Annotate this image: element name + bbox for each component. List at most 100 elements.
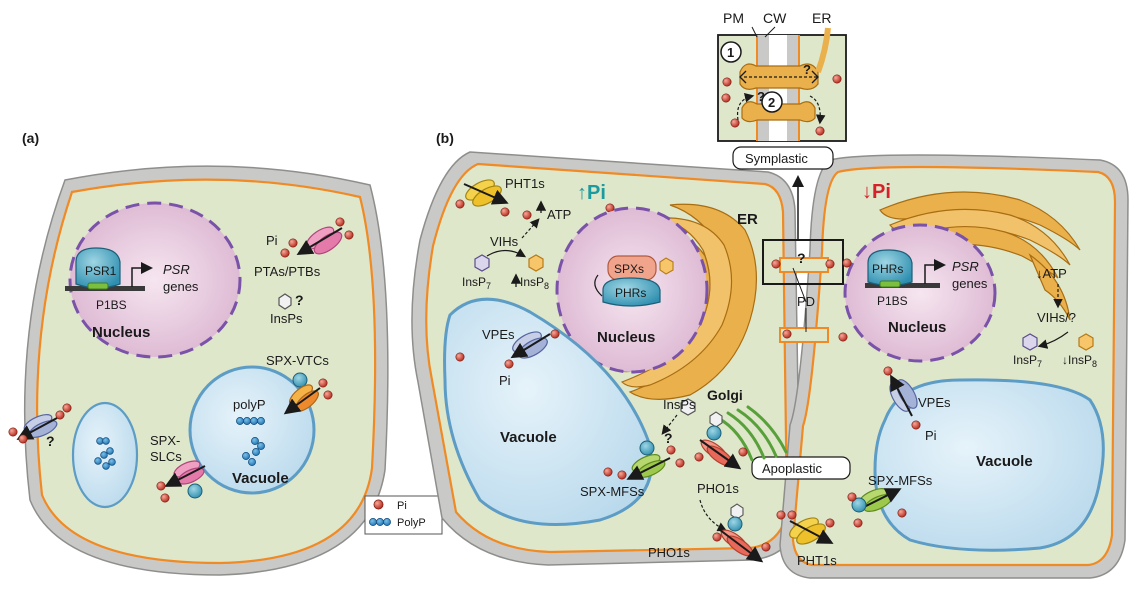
pi-dot bbox=[323, 390, 333, 400]
pi-dot bbox=[825, 518, 835, 528]
spx-domain-icon bbox=[187, 483, 203, 499]
vihs-conversion-arrow bbox=[486, 248, 527, 258]
pi-dot bbox=[455, 199, 465, 209]
phrs-protein-icon bbox=[602, 277, 661, 307]
inset-question-2: ? bbox=[757, 89, 765, 104]
pd-label: PD bbox=[797, 294, 815, 309]
inset-question-1: ? bbox=[803, 62, 811, 77]
pi-dot bbox=[550, 329, 560, 339]
pm-leader bbox=[751, 26, 758, 38]
spx-domain-icon bbox=[292, 372, 308, 388]
pi-dot bbox=[832, 74, 842, 84]
atp-label-right: ↓ATP bbox=[1036, 266, 1067, 281]
spx-domain-icon bbox=[706, 425, 722, 441]
pi-dot bbox=[721, 93, 731, 103]
spx-slcs-transporter bbox=[164, 460, 206, 487]
panel-a-label: (a) bbox=[22, 130, 39, 146]
pi-dot bbox=[666, 445, 676, 455]
pi-dot bbox=[911, 420, 921, 430]
pi-dot bbox=[815, 126, 825, 136]
spx-mfss-transporter-right bbox=[857, 488, 902, 512]
legend-pi-label: Pi bbox=[397, 500, 407, 512]
vihs-label-right: VIHs/? bbox=[1037, 310, 1076, 325]
genes-label-right: genes bbox=[952, 276, 988, 291]
pi-dot bbox=[455, 352, 465, 362]
insps-dashed-arrow bbox=[661, 414, 678, 435]
insps-hexagon-icon bbox=[709, 411, 723, 428]
inset-transport-path-2b bbox=[809, 95, 826, 125]
transcription-arrow-right bbox=[924, 259, 946, 284]
pi-dot bbox=[675, 458, 685, 468]
insps-question-a: ? bbox=[295, 292, 304, 308]
pht1s-transporter-top bbox=[463, 179, 509, 207]
vihs-label-left: VIHs bbox=[490, 234, 519, 249]
pi-dot bbox=[712, 532, 722, 542]
symplastic-label: Symplastic bbox=[745, 151, 808, 166]
unknown-transporter-a bbox=[16, 414, 58, 440]
pi-label-left: Pi bbox=[499, 373, 511, 388]
pi-dot bbox=[776, 510, 786, 520]
junction-question: ? bbox=[797, 250, 806, 266]
insp7-hexagon-icon-right bbox=[1022, 333, 1038, 351]
insp8-hexagon-icon-right bbox=[1078, 333, 1094, 351]
nucleus-a bbox=[68, 201, 242, 359]
spx-mfss-transporter-left bbox=[626, 454, 671, 480]
dna-strand-right bbox=[865, 283, 940, 288]
pi-dot bbox=[318, 378, 328, 388]
inset-er-tube bbox=[815, 27, 831, 74]
vacuole-left bbox=[443, 297, 653, 526]
plasmodesmata bbox=[779, 257, 829, 343]
cw-leader bbox=[764, 26, 776, 38]
high-pi-label: ↑Pi bbox=[577, 182, 606, 204]
polyp-label-a: polyP bbox=[233, 397, 266, 412]
low-pi-label: ↓Pi bbox=[862, 181, 891, 203]
atp-label-left: ATP bbox=[547, 207, 571, 222]
phrs-label-left: PHRs bbox=[615, 286, 646, 300]
vacuole-label-a: Vacuole bbox=[232, 470, 289, 487]
phrs-label-right: PHRs bbox=[872, 262, 903, 276]
symplastic-label-box bbox=[732, 146, 834, 170]
p1bs-element-icon bbox=[87, 282, 109, 290]
insp8-label-right: ↓InsP8 bbox=[1062, 353, 1097, 369]
genes-label-a: genes bbox=[163, 279, 199, 294]
panel-b: (b) ? PD Symplastic Apoplastic ↑Pi bbox=[411, 130, 1129, 579]
pi-dot bbox=[694, 452, 704, 462]
pi-dot bbox=[288, 238, 298, 248]
pi-dot bbox=[738, 447, 748, 457]
pi-dot bbox=[603, 467, 613, 477]
pi-dot bbox=[722, 77, 732, 87]
spx-label-a: SPX- bbox=[150, 433, 180, 448]
pho1s-label-pm: PHO1s bbox=[648, 545, 690, 560]
nucleus-right bbox=[843, 223, 997, 363]
vpes-label-right: VPEs bbox=[918, 395, 951, 410]
spx-vtcs-transporter bbox=[283, 384, 321, 415]
pi-dot bbox=[18, 434, 28, 444]
pi-dot bbox=[504, 359, 514, 369]
insp8-hexagon-icon bbox=[528, 254, 544, 272]
insps-hexagon-icon bbox=[730, 503, 744, 520]
pi-dot bbox=[825, 259, 835, 269]
pi-dot bbox=[617, 470, 627, 480]
vihs-conversion-arrow-right bbox=[1037, 331, 1069, 349]
nucleus-label-right: Nucleus bbox=[888, 319, 946, 336]
transcription-arrow-a bbox=[131, 262, 153, 287]
pi-dot bbox=[522, 210, 532, 220]
pht1s-label-top: PHT1s bbox=[505, 176, 545, 191]
transporter-question-a: ? bbox=[46, 433, 55, 449]
legend-pi-icon bbox=[373, 499, 384, 510]
psr-label-right: PSR bbox=[952, 259, 979, 274]
p1bs-label-a: P1BS bbox=[96, 298, 127, 312]
pi-dot bbox=[842, 258, 852, 268]
ptas-ptbs-transporter bbox=[296, 226, 343, 256]
pi-dot bbox=[782, 329, 792, 339]
er-label-left: ER bbox=[737, 211, 758, 228]
inset-transport-path-2a bbox=[736, 92, 755, 121]
polyp-chains-a bbox=[236, 417, 265, 466]
step-1-label: 1 bbox=[727, 45, 734, 60]
insps-question-left: ? bbox=[664, 430, 673, 446]
inset-arrowhead-left bbox=[739, 70, 747, 84]
vacuole-label-right: Vacuole bbox=[976, 453, 1033, 470]
vpes-transporter-right bbox=[889, 374, 918, 417]
